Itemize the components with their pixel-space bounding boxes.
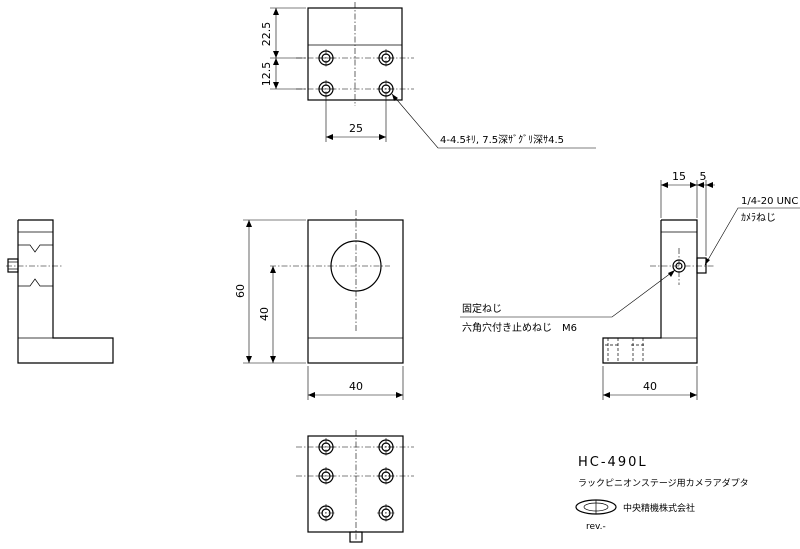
thread-spec: 1/4-20 UNC <box>741 196 798 207</box>
dimension-40-vertical: 40 <box>258 307 271 321</box>
dimension-40-horizontal: 40 <box>349 380 363 393</box>
counterbore-hole <box>316 466 336 486</box>
counterbore-hole <box>316 503 336 523</box>
top-view: 22.5 12.5 25 4-4.5ｷﾘ, 7.5深ｻﾞｸﾞﾘ深ｻ4.5 <box>260 2 596 149</box>
counterbore-hole <box>376 503 396 523</box>
title-block: HC-490L ラックピニオンステージ用カメラアダプタ 中央精機株式会社 rev… <box>575 455 749 532</box>
bottom-view <box>296 430 414 543</box>
counterbore-hole <box>376 466 396 486</box>
hole-callout: 4-4.5ｷﾘ, 7.5深ｻﾞｸﾞﾘ深ｻ4.5 <box>440 134 564 146</box>
dimension-15: 15 <box>672 170 686 183</box>
counterbore-hole <box>316 48 336 68</box>
counterbore-hole <box>376 437 396 457</box>
dimension-25: 25 <box>349 122 363 135</box>
company-name: 中央精機株式会社 <box>623 502 695 514</box>
hex-set-screw-label: 六角穴付き止めねじ M6 <box>462 321 577 334</box>
dimension-12-5: 12.5 <box>260 62 273 87</box>
dimension-40-right: 40 <box>643 380 657 393</box>
left-side-view <box>6 219 114 364</box>
model-number: HC-490L <box>578 455 648 470</box>
hole-leader-line <box>391 93 596 149</box>
dimension-5: 5 <box>700 170 707 183</box>
company-logo <box>575 499 617 515</box>
revision: rev.- <box>586 522 606 532</box>
camera-screw-head <box>696 257 707 274</box>
dimension-22-5: 22.5 <box>260 22 273 47</box>
set-screw <box>349 531 363 543</box>
counterbore-hole <box>316 437 336 457</box>
front-view-outline <box>307 219 404 364</box>
fixing-screw-label: 固定ねじ <box>462 302 502 315</box>
front-view: 60 40 40 <box>234 210 404 400</box>
product-description: ラックピニオンステージ用カメラアダプタ <box>578 477 749 489</box>
counterbore-hole <box>376 48 396 68</box>
dimension-60: 60 <box>234 284 247 298</box>
right-side-view: 15 5 1/4-20 UNC ｶﾒﾗねじ 固定ねじ 六角穴付き止めねじ M6 … <box>460 170 800 400</box>
set-screw <box>7 258 19 273</box>
camera-screw-label: ｶﾒﾗねじ <box>741 212 776 224</box>
